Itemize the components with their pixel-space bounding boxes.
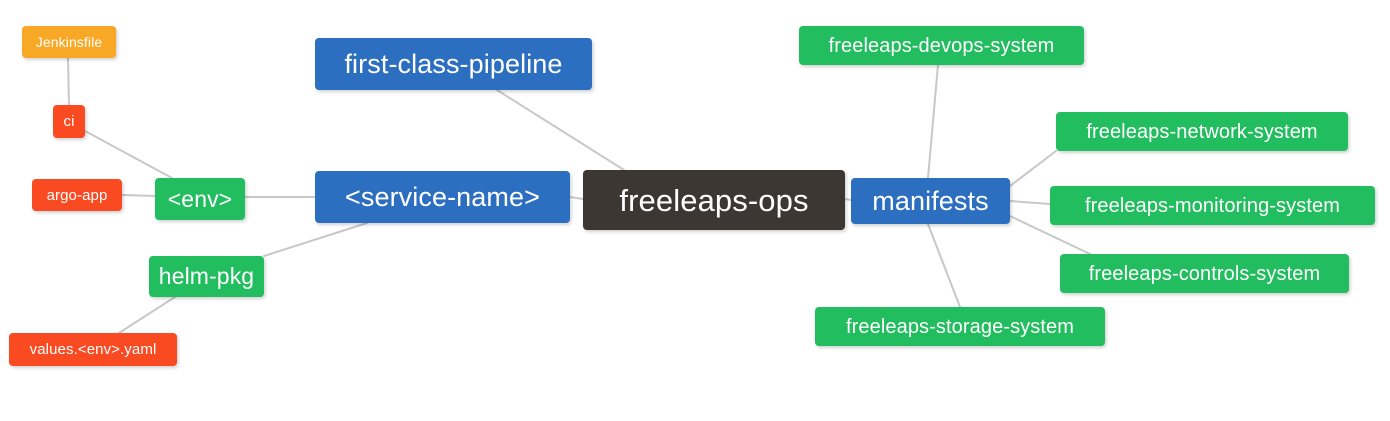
node-label-service-name: <service-name> xyxy=(345,181,540,212)
node-freeleaps-storage-system[interactable]: freeleaps-storage-system xyxy=(815,307,1105,346)
node-values-env-yaml[interactable]: values.<env>.yaml xyxy=(9,333,177,366)
node-argo-app[interactable]: argo-app xyxy=(32,179,122,211)
node-label-jenkinsfile: Jenkinsfile xyxy=(35,34,103,50)
node-label-freeleaps-ops: freeleaps-ops xyxy=(619,182,809,218)
edge-helm-pkg-to-service-name xyxy=(263,222,368,257)
node-freeleaps-monitoring-system[interactable]: freeleaps-monitoring-system xyxy=(1050,186,1375,225)
edge-freeleaps-monitoring-system-to-manifests xyxy=(1009,200,1051,205)
node-label-freeleaps-storage-system: freeleaps-storage-system xyxy=(845,315,1075,338)
node-label-values-env-yaml: values.<env>.yaml xyxy=(29,341,157,358)
node-label-freeleaps-devops-system: freeleaps-devops-system xyxy=(828,34,1055,57)
node-label-freeleaps-network-system: freeleaps-network-system xyxy=(1086,120,1318,143)
edge-values-env-yaml-to-helm-pkg xyxy=(118,296,176,334)
node-label-first-class-pipeline: first-class-pipeline xyxy=(344,48,563,79)
node-label-env: <env> xyxy=(167,185,233,212)
node-freeleaps-controls-system[interactable]: freeleaps-controls-system xyxy=(1060,254,1349,293)
edge-first-class-pipeline-to-freeleaps-ops xyxy=(496,89,625,171)
edge-freeleaps-network-system-to-manifests xyxy=(1009,150,1057,187)
edge-ci-to-env xyxy=(84,130,173,179)
node-manifests[interactable]: manifests xyxy=(851,178,1010,224)
node-ci[interactable]: ci xyxy=(53,105,85,138)
edge-argo-app-to-env xyxy=(121,194,156,197)
node-freeleaps-devops-system[interactable]: freeleaps-devops-system xyxy=(799,26,1084,65)
node-label-manifests: manifests xyxy=(872,185,989,216)
node-label-argo-app: argo-app xyxy=(46,186,108,204)
edge-jenkinsfile-to-ci xyxy=(67,57,70,106)
node-label-helm-pkg: helm-pkg xyxy=(158,263,255,289)
node-label-ci: ci xyxy=(63,113,75,130)
node-freeleaps-network-system[interactable]: freeleaps-network-system xyxy=(1056,112,1348,151)
edge-service-name-to-freeleaps-ops xyxy=(569,196,584,200)
node-service-name[interactable]: <service-name> xyxy=(315,171,570,223)
node-helm-pkg[interactable]: helm-pkg xyxy=(149,256,264,297)
node-first-class-pipeline[interactable]: first-class-pipeline xyxy=(315,38,592,90)
node-jenkinsfile[interactable]: Jenkinsfile xyxy=(22,26,116,58)
node-label-freeleaps-monitoring-system: freeleaps-monitoring-system xyxy=(1084,194,1340,217)
edge-freeleaps-storage-system-to-manifests xyxy=(927,223,961,308)
node-freeleaps-ops[interactable]: freeleaps-ops xyxy=(583,170,845,230)
node-label-freeleaps-controls-system: freeleaps-controls-system xyxy=(1088,262,1321,285)
node-env[interactable]: <env> xyxy=(155,178,245,220)
edge-freeleaps-devops-system-to-manifests xyxy=(927,64,939,179)
